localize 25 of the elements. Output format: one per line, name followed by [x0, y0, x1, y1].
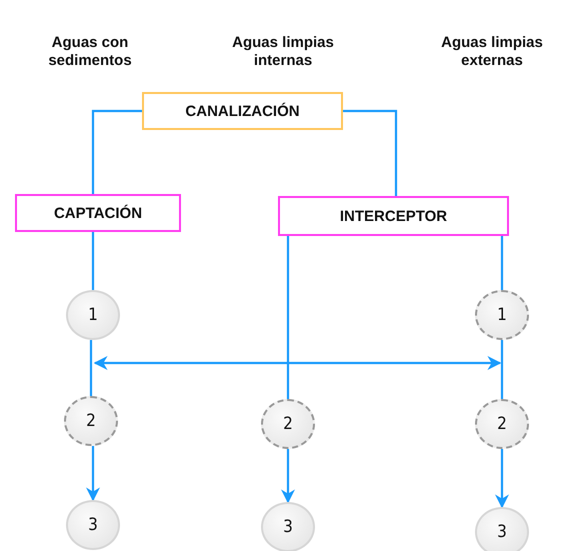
- connector: [92, 110, 142, 194]
- process-box: CANALIZACIÓN: [142, 92, 343, 130]
- dashed-circle: 2: [261, 399, 315, 449]
- connector: [500, 236, 504, 290]
- dashed-circle: 2: [475, 399, 529, 449]
- arrow: [94, 356, 502, 370]
- connector: [495, 449, 509, 508]
- process-box: CAPTACIÓN: [15, 194, 181, 232]
- process-box: INTERCEPTOR: [278, 196, 509, 236]
- connector: [286, 236, 290, 399]
- numbered-circle: 3: [66, 500, 120, 550]
- numbered-circle: 3: [261, 502, 315, 551]
- connector: [92, 232, 94, 290]
- connector: [343, 110, 398, 196]
- connector: [281, 449, 295, 504]
- column-heading: Aguas limpias internas: [231, 34, 335, 70]
- dashed-circle: 1: [475, 290, 529, 340]
- numbered-circle: 1: [66, 290, 120, 340]
- column-heading: Aguas con sedimentos: [47, 34, 133, 70]
- numbered-circle: 3: [475, 507, 529, 551]
- connector: [86, 446, 100, 502]
- column-heading: Aguas limpias externas: [440, 34, 544, 70]
- connector: [90, 340, 92, 396]
- connector: [500, 340, 504, 399]
- dashed-circle: 2: [64, 396, 118, 446]
